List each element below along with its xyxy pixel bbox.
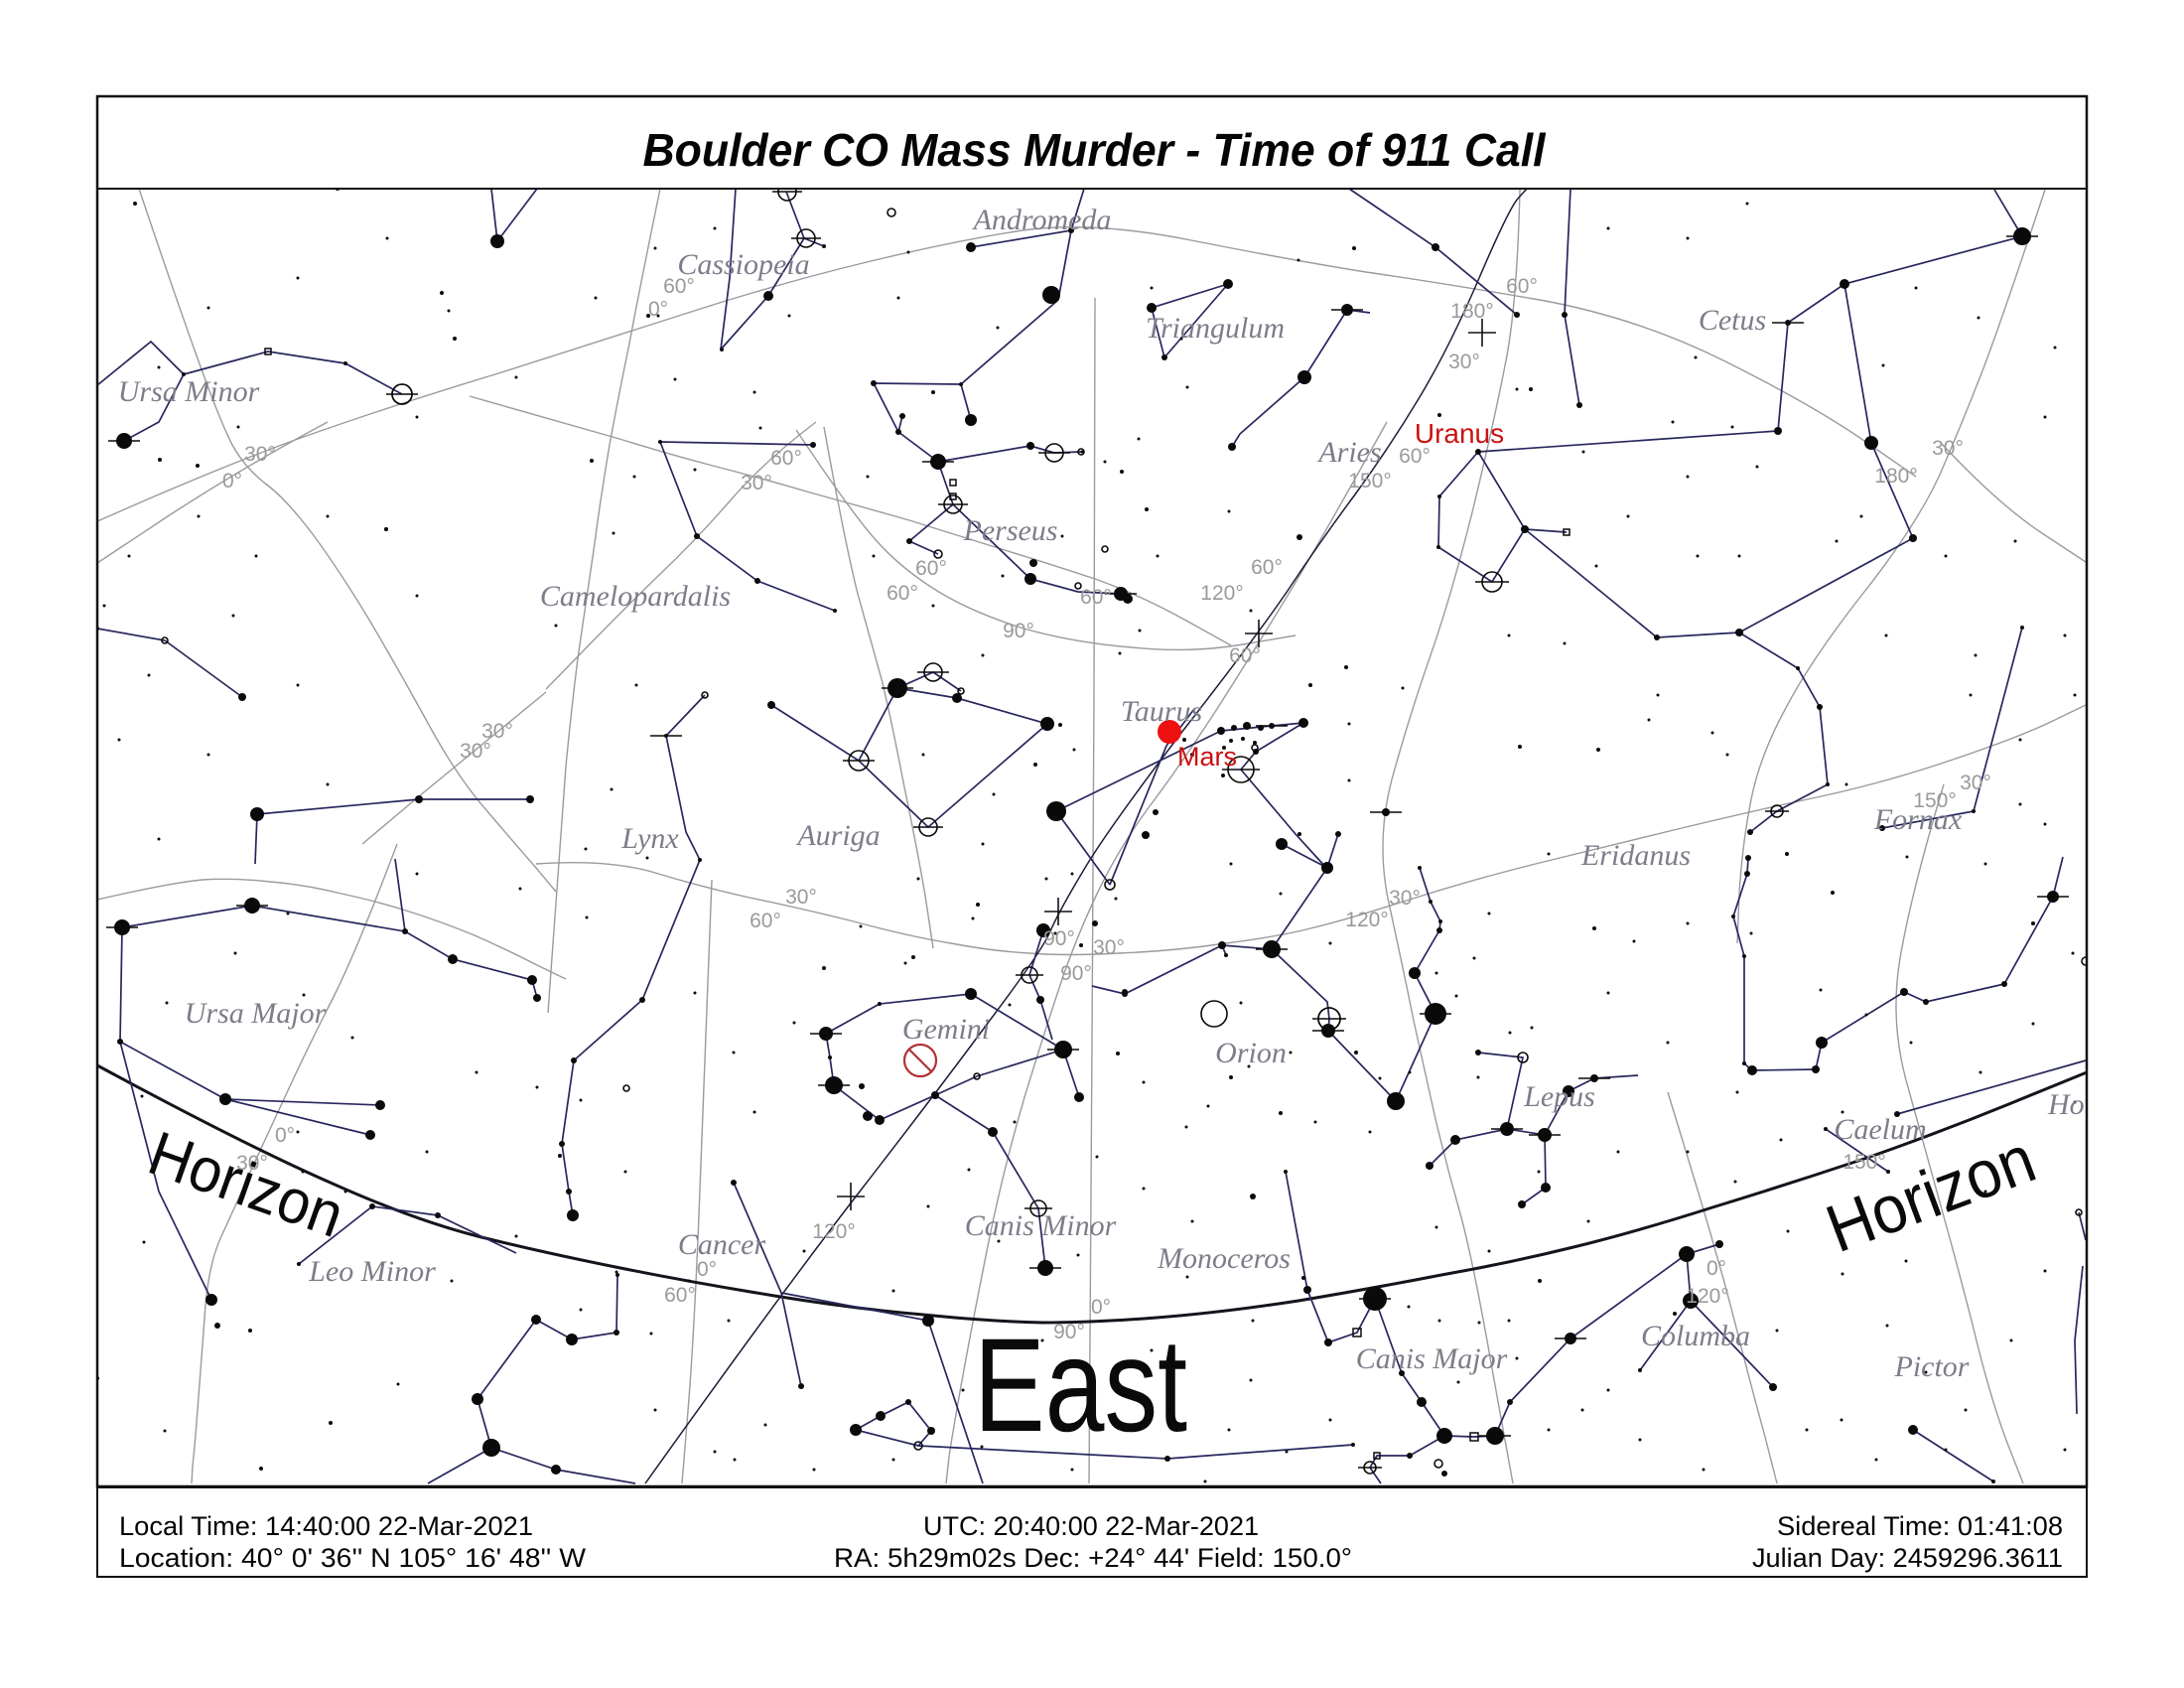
svg-text:Julian Day: 2459296.3611: Julian Day: 2459296.3611	[1752, 1543, 2063, 1573]
svg-text:Gemini: Gemini	[902, 1013, 990, 1046]
svg-text:30°: 30°	[460, 740, 491, 763]
svg-text:Boulder CO Mass Murder - Time: Boulder CO Mass Murder - Time of 911 Cal…	[643, 124, 1547, 176]
svg-text:RA: 5h29m02s Dec: +24° 44' Fie: RA: 5h29m02s Dec: +24° 44' Field: 150.0°	[834, 1543, 1352, 1573]
svg-text:Canis Minor: Canis Minor	[965, 1209, 1117, 1242]
svg-text:60°: 60°	[1229, 644, 1261, 667]
svg-text:60°: 60°	[1506, 275, 1538, 298]
svg-text:Horologium: Horologium	[2047, 1088, 2184, 1121]
svg-text:120°: 120°	[812, 1220, 855, 1243]
svg-text:30°: 30°	[1960, 772, 1991, 794]
svg-text:0°: 0°	[275, 1124, 295, 1147]
svg-text:60°: 60°	[1399, 445, 1431, 468]
svg-text:Andromeda: Andromeda	[972, 204, 1112, 236]
svg-text:30°: 30°	[236, 1152, 268, 1175]
svg-text:120°: 120°	[1200, 582, 1243, 605]
svg-text:60°: 60°	[663, 275, 695, 298]
svg-text:30°: 30°	[1389, 887, 1421, 910]
svg-text:Ursa Minor: Ursa Minor	[118, 375, 260, 408]
svg-text:30°: 30°	[741, 472, 772, 494]
svg-text:Cetus: Cetus	[1699, 304, 1766, 337]
svg-text:Mars: Mars	[1177, 742, 1237, 772]
svg-text:0°: 0°	[697, 1258, 717, 1281]
svg-text:Fornax: Fornax	[1873, 803, 1963, 836]
svg-text:East: East	[974, 1312, 1187, 1460]
svg-text:120°: 120°	[1686, 1285, 1728, 1308]
svg-text:30°: 30°	[1448, 351, 1480, 373]
svg-text:0°: 0°	[1706, 1257, 1726, 1280]
svg-text:0°: 0°	[1091, 1296, 1111, 1319]
svg-text:Caelum: Caelum	[1834, 1113, 1926, 1146]
svg-text:0°: 0°	[648, 298, 668, 321]
svg-text:60°: 60°	[887, 582, 918, 605]
svg-text:Orion: Orion	[1215, 1037, 1287, 1069]
svg-text:Leo Minor: Leo Minor	[308, 1255, 436, 1288]
svg-text:30°: 30°	[785, 886, 817, 909]
svg-text:60°: 60°	[915, 557, 947, 580]
svg-text:150°: 150°	[1348, 470, 1391, 492]
svg-text:Cancer: Cancer	[678, 1228, 766, 1261]
svg-text:Aries: Aries	[1316, 436, 1381, 469]
svg-text:Eridanus: Eridanus	[1580, 839, 1691, 872]
svg-text:90°: 90°	[1060, 962, 1092, 985]
svg-text:Columba: Columba	[1641, 1320, 1750, 1352]
svg-text:180°: 180°	[1450, 300, 1493, 323]
svg-text:Perseus: Perseus	[963, 514, 1058, 547]
svg-text:60°: 60°	[1080, 586, 1112, 609]
svg-text:180°: 180°	[1874, 465, 1917, 488]
svg-text:Local Time: 14:40:00 22-Mar-20: Local Time: 14:40:00 22-Mar-2021	[119, 1511, 533, 1541]
svg-text:Ursa Major: Ursa Major	[185, 997, 327, 1030]
svg-text:30°: 30°	[1932, 437, 1964, 460]
svg-text:Sidereal Time: 01:41:08: Sidereal Time: 01:41:08	[1777, 1511, 2063, 1541]
svg-text:60°: 60°	[1251, 556, 1283, 579]
svg-text:90°: 90°	[1053, 1321, 1085, 1343]
svg-text:Triangulum: Triangulum	[1146, 312, 1285, 345]
svg-text:Pictor: Pictor	[1894, 1350, 1970, 1383]
svg-text:Canis Major: Canis Major	[1356, 1342, 1508, 1375]
svg-text:120°: 120°	[1345, 909, 1388, 931]
svg-text:150°: 150°	[1843, 1151, 1885, 1174]
svg-text:30°: 30°	[481, 720, 513, 743]
svg-text:60°: 60°	[664, 1284, 696, 1307]
svg-text:Uranus: Uranus	[1415, 418, 1504, 449]
svg-text:90°: 90°	[1043, 927, 1075, 950]
svg-text:Lynx: Lynx	[620, 822, 679, 855]
svg-text:Camelopardalis: Camelopardalis	[540, 580, 731, 613]
svg-text:60°: 60°	[770, 447, 802, 470]
svg-text:90°: 90°	[1003, 620, 1034, 642]
svg-text:Location: 40° 0' 36'' N 105°: Location: 40° 0' 36'' N 105° 16' 48'' W	[119, 1543, 587, 1573]
svg-text:30°: 30°	[1093, 936, 1125, 959]
svg-text:0°: 0°	[222, 470, 242, 492]
svg-text:Cassiopeia: Cassiopeia	[677, 248, 809, 281]
svg-text:30°: 30°	[244, 443, 276, 466]
svg-text:Monoceros: Monoceros	[1157, 1242, 1291, 1275]
svg-text:Taurus: Taurus	[1121, 695, 1202, 728]
svg-text:150°: 150°	[1913, 789, 1956, 812]
svg-text:Auriga: Auriga	[795, 819, 880, 852]
svg-text:60°: 60°	[750, 910, 781, 932]
svg-text:UTC: 20:40:00 22-Mar-2021: UTC: 20:40:00 22-Mar-2021	[923, 1511, 1259, 1541]
svg-text:Lepus: Lepus	[1523, 1080, 1595, 1113]
